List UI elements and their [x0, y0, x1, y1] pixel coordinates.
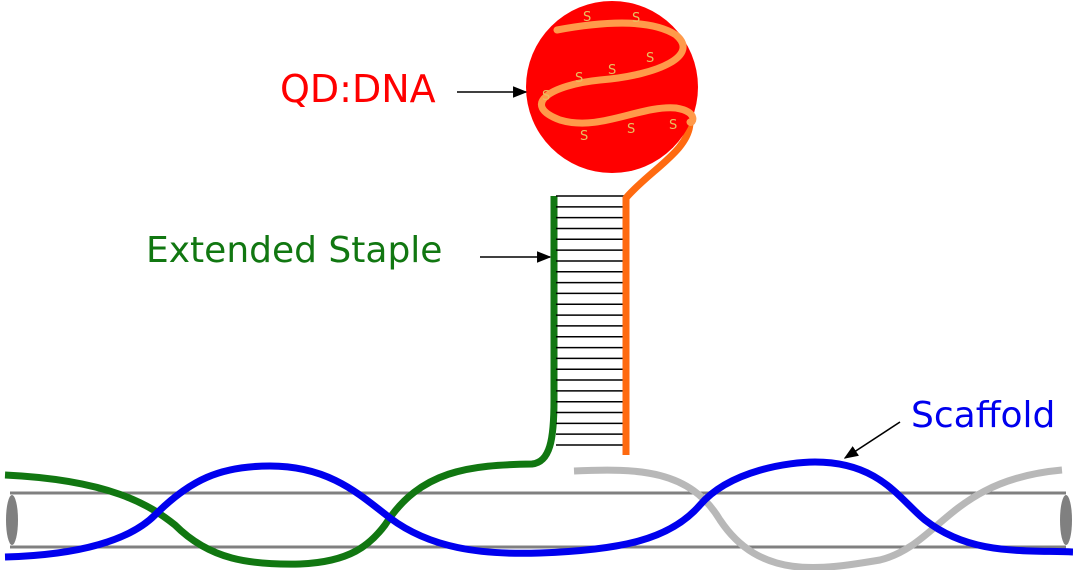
sulfur-mark: S	[627, 122, 635, 137]
base-pair-rungs	[556, 195, 624, 446]
sulfur-mark: S	[542, 89, 550, 104]
sulfur-marks: S S S S S S S S S	[542, 10, 677, 144]
dna-tether-strand	[622, 121, 694, 455]
scaffold-arrow	[843, 421, 901, 459]
sulfur-mark: S	[580, 129, 588, 144]
sulfur-mark: S	[583, 10, 591, 25]
qd-wrapped-dna	[538, 19, 697, 127]
cylinder-left-cap	[6, 495, 18, 545]
sulfur-mark: S	[632, 11, 640, 26]
qd-dna-label: QD:DNA	[280, 67, 436, 111]
scaffold-label: Scaffold	[911, 395, 1056, 436]
sulfur-mark: S	[646, 51, 654, 66]
sulfur-mark: S	[575, 71, 583, 86]
sulfur-mark: S	[669, 118, 677, 133]
quantum-dot	[526, 1, 698, 173]
cylinder-right-cap	[1060, 495, 1072, 545]
scaffold-strand	[4, 458, 1073, 561]
sulfur-mark: S	[608, 63, 616, 78]
extended-staple-label: Extended Staple	[146, 230, 443, 271]
scaffold-gray-strand	[573, 466, 1063, 570]
